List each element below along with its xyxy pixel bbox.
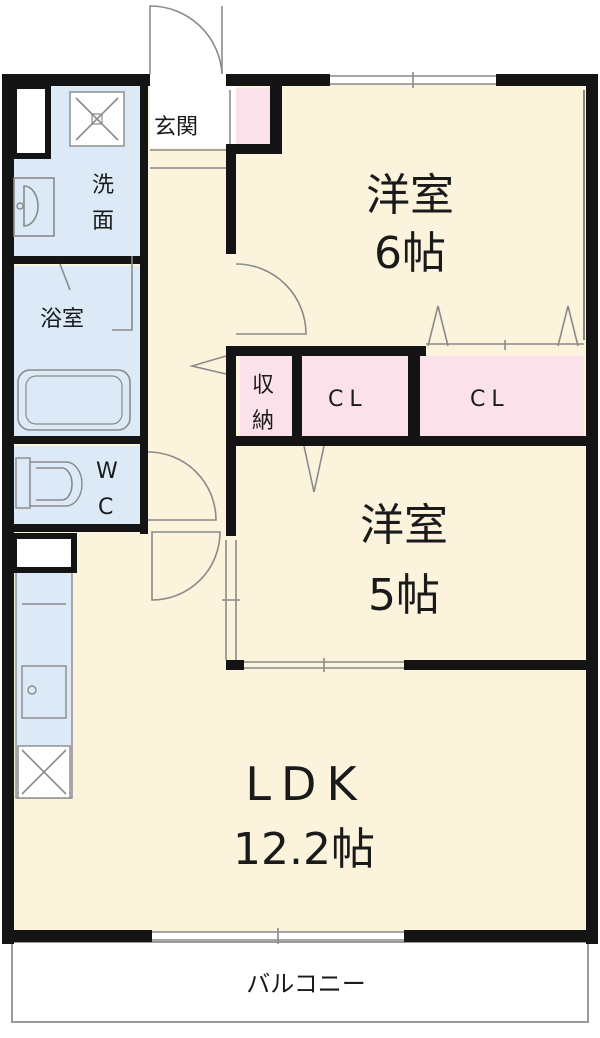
kitchen-drain (27, 685, 37, 695)
kitchen-sink (21, 665, 67, 719)
bedroom-6-size: 6帖 (374, 228, 446, 279)
ldk-size: 12.2帖 (233, 824, 375, 875)
wall-closet-divider-1 (292, 350, 302, 442)
balcony-label: バルコニー (246, 970, 366, 998)
wall-bed5-corner (226, 660, 244, 670)
wall-right (586, 74, 598, 944)
ldk-name: LDK (245, 757, 366, 811)
bedroom-5-size: 5帖 (368, 570, 440, 621)
bed5-closet-mark (303, 445, 325, 493)
washbasin (13, 177, 55, 237)
entrance-label: 玄関 (154, 115, 198, 140)
wall-closet-top (226, 346, 426, 356)
walls (2, 74, 598, 944)
wash-door (112, 256, 133, 331)
entrance-door-swing (149, 5, 223, 75)
toilet-bowl-inner (36, 467, 73, 501)
wm-center (91, 113, 103, 125)
storage-label-1: 収 (252, 373, 274, 398)
wall-bottom-right (404, 930, 598, 942)
wm-x2 (75, 97, 119, 141)
washroom-label-1: 洗 (92, 173, 114, 198)
wc-door-swing (147, 451, 217, 521)
toilet-tank (15, 457, 31, 509)
fridge-space (11, 533, 77, 573)
hood-x2 (21, 749, 67, 795)
wall-hall-right (226, 144, 236, 254)
wall-left (2, 74, 14, 944)
storage-floor (240, 356, 292, 436)
bed6-door-swing (235, 263, 307, 335)
washbasin-bowl (23, 185, 39, 227)
bathroom-label: 浴室 (40, 307, 84, 332)
wash-door-b (59, 263, 71, 291)
washroom-label-2: 面 (92, 209, 114, 234)
wall-wet-vertical (140, 84, 148, 534)
shaft (11, 83, 51, 159)
toilet-label-2: C (98, 495, 113, 520)
wall-entrance-right (270, 84, 282, 152)
wall-closet-divider-2 (408, 346, 420, 442)
wall-wash-bath (12, 256, 148, 264)
wall-closet-bottom (226, 436, 596, 446)
wall-entrance-bottom (226, 144, 282, 154)
closet-door-mark-2 (557, 305, 579, 347)
wall-wc-bottom (12, 524, 148, 532)
toilet-label-1: W (96, 459, 118, 484)
wall-bath-wc (12, 436, 148, 444)
storage-label-2: 納 (252, 409, 274, 434)
closet-2-label: CL (470, 387, 510, 412)
bedroom-5-name: 洋室 (360, 500, 448, 551)
bedroom-6-name: 洋室 (366, 170, 454, 221)
wall-bed5-bottom (404, 660, 596, 670)
labels: 玄関 洗 面 浴室 W C 収 納 CL CL 洋室 6帖 洋室 5帖 LDK … (40, 115, 510, 998)
wall-bottom-left (2, 930, 152, 942)
bathtub (17, 369, 131, 431)
bathtub-inner (25, 375, 123, 425)
closet-door-mark-1 (427, 305, 449, 347)
washbasin-tap (16, 202, 24, 210)
closet-1-floor (302, 356, 408, 436)
entrance-floor (150, 84, 236, 148)
storage-door-mark (188, 355, 227, 375)
ldk-door-swing (151, 531, 221, 601)
closet-2-floor (418, 356, 584, 436)
closet-1-label: CL (328, 387, 368, 412)
shoe-box (236, 88, 272, 144)
fixtures (13, 5, 585, 944)
wall-top-right-2 (496, 74, 596, 86)
wall-top-right (226, 74, 330, 86)
balcony-floor (11, 941, 589, 1023)
